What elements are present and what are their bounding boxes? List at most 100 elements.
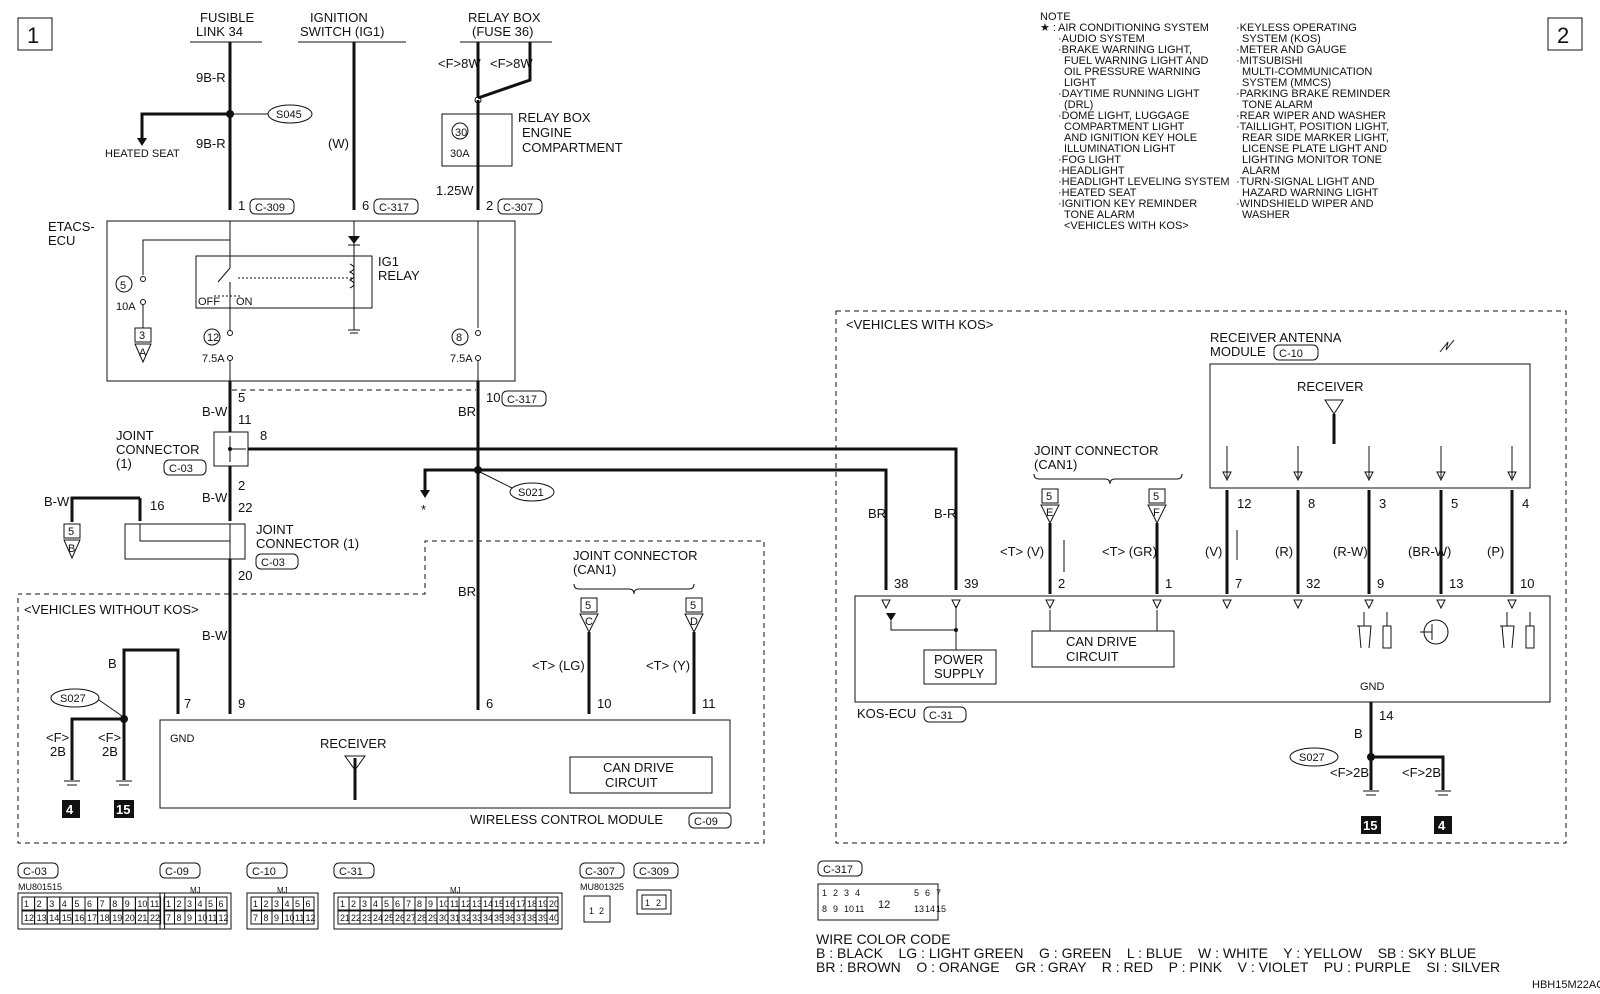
pin-10: 10	[486, 390, 500, 405]
cv-c03-pin: 19	[112, 913, 122, 923]
etacs-title-1: ETACS-	[48, 219, 95, 234]
cv-c03-pin: 2	[37, 899, 42, 909]
cv-c307-pin: 2	[599, 906, 604, 916]
antenna-pin-arrow	[1507, 471, 1517, 482]
cv-c09-tag: MJ	[190, 886, 201, 895]
cv-c03-pin: 20	[125, 913, 135, 923]
cv-c03-pin: 6	[87, 899, 92, 909]
wire-br-kos-38	[478, 468, 888, 590]
cv-c03-pin: 4	[62, 899, 67, 909]
fusible-link-label-1: FUSIBLE	[200, 10, 255, 25]
antenna-pin-arrow	[1364, 471, 1374, 482]
note-col2-line: ·MITSUBISHI	[1236, 55, 1303, 67]
cv-c309-tag	[633, 862, 679, 879]
cv-c03-cell	[147, 910, 162, 925]
etacs-ecu-box	[106, 220, 516, 382]
cv-c10-tag	[246, 862, 288, 879]
splice-s045-label: S045	[276, 109, 302, 121]
note-col2-line: HAZARD WARNING LIGHT	[1242, 187, 1379, 199]
cv-c31-pin: 22	[351, 913, 361, 923]
cv-c307-pin: 1	[589, 906, 594, 916]
cv-c03-pin: 14	[49, 913, 59, 923]
cv-c309-pin: 1	[645, 898, 650, 908]
wire-label-rw: (R-W)	[1333, 544, 1368, 559]
cv-c31-pin: 30	[439, 913, 449, 923]
power-supply-2: SUPPLY	[934, 666, 985, 681]
splice-s021	[509, 482, 555, 502]
wire-label-f2b-r1: <F>2B	[1330, 765, 1369, 780]
cv-c10-pin: 7	[253, 913, 258, 923]
note-col2-line: ·METER AND GAUGE	[1236, 44, 1347, 56]
wire-label-125w: 1.25W	[436, 183, 474, 198]
antenna-title-1: RECEIVER ANTENNA	[1210, 330, 1342, 345]
wire-label-bw-2: B-W	[202, 490, 228, 505]
conn-c03-a: C-03	[169, 463, 193, 475]
ignition-switch-label-1: IGNITION	[310, 10, 368, 25]
kos-ecu-pin-arrow	[1222, 599, 1232, 610]
cv-c31-pin: 29	[428, 913, 438, 923]
cv-c317-body	[817, 883, 939, 921]
heated-seat-label: HEATED SEAT	[105, 148, 180, 160]
kos-jc-can1-1: JOINT CONNECTOR	[1034, 443, 1158, 458]
note-col1-line: ·DAYTIME RUNNING LIGHT	[1058, 88, 1200, 100]
wcm-can-drive	[569, 756, 713, 794]
cv-c09-pin: 10	[198, 913, 208, 923]
relay-on: ON	[236, 296, 253, 308]
cv-c31-pin: 28	[417, 913, 427, 923]
cv-c03-pin: 21	[137, 913, 147, 923]
conn-c31: C-31	[929, 710, 953, 722]
cv-c31-pin: 19	[538, 899, 548, 909]
wcm-gnd: GND	[170, 733, 195, 745]
wire-label-9br-mid: 9B-R	[196, 136, 226, 151]
wire-label-br-2: BR	[458, 584, 476, 599]
cv-c03-pin: 17	[87, 913, 97, 923]
wire-label-br-kos-2: B-R	[934, 506, 956, 521]
fuse-5: 5	[120, 280, 126, 292]
ground-15-left	[114, 800, 134, 818]
cv-c317-tag	[817, 860, 863, 877]
antenna-pin: 8	[1308, 496, 1315, 511]
cv-c09-pin: 3	[187, 899, 192, 909]
cv-c10-label: C-10	[252, 866, 276, 878]
conn-c307: C-307	[503, 202, 533, 214]
pin-20: 20	[238, 568, 252, 583]
note-col2-line: ·TAILLIGHT, POSITION LIGHT,	[1236, 121, 1389, 133]
wire-label-f-l1: <F>	[46, 730, 69, 745]
note-col2-line: SYSTEM (KOS)	[1242, 33, 1321, 45]
power-supply	[923, 649, 997, 685]
cv-c10-pin: 5	[295, 899, 300, 909]
kos-jc-5a: 5	[1046, 491, 1052, 503]
cv-c31-pin: 18	[527, 899, 537, 909]
cv-c10-pin: 8	[264, 913, 269, 923]
note-col1-line: OIL PRESSURE WARNING	[1064, 66, 1201, 78]
section-without-kos-label: <VEHICLES WITHOUT KOS>	[24, 602, 199, 617]
kos-gnd: GND	[1360, 681, 1385, 693]
cv-c09-pin: 6	[219, 899, 224, 909]
ig1-relay-label-1: IG1	[378, 254, 399, 269]
splice-s021-label: S021	[518, 487, 544, 499]
note-col1-line: COMPARTMENT LIGHT	[1064, 121, 1185, 133]
wire-label-r: (R)	[1275, 544, 1293, 559]
pin-6: 6	[362, 198, 369, 213]
cv-c09-cell	[216, 910, 228, 925]
cv-c317-pin: 7	[936, 888, 941, 898]
ground-4-left-label: 4	[66, 802, 74, 817]
splice-s027-right-label: S027	[1299, 752, 1325, 764]
cv-c317-pin: 8	[822, 904, 827, 914]
note-title: NOTE	[1040, 11, 1071, 23]
kos-ecu-pin: 9	[1377, 576, 1384, 591]
cv-c31-pin: 3	[362, 899, 367, 909]
kos-can-drive-2: CIRCUIT	[1066, 649, 1119, 664]
wire-label-p: (P)	[1487, 544, 1504, 559]
kos-ecu-pin-arrow	[1507, 599, 1517, 610]
kos-ecu-pin-arrow	[1364, 599, 1374, 610]
joint-connector-1-lower	[124, 523, 246, 560]
cv-c31-pin: 32	[461, 913, 471, 923]
wire-label-bw-1: B-W	[202, 404, 228, 419]
pin-8: 8	[260, 428, 267, 443]
kos-jc-5b: 5	[1153, 491, 1159, 503]
cv-c03-part: MU801515	[18, 882, 62, 892]
note-col1-line: ·HEADLIGHT LEVELING SYSTEM	[1058, 176, 1230, 188]
pin-5: 5	[238, 390, 245, 405]
